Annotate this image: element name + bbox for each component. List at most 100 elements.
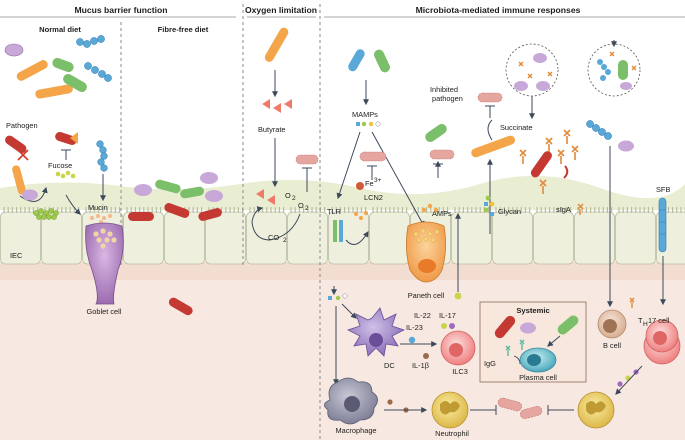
butyrate-triangles (262, 99, 292, 113)
siga-antibody-single (577, 203, 584, 215)
sfb-bacterium (658, 197, 667, 253)
section-title-mucus: Mucus barrier function (74, 5, 167, 15)
mamps-to-dc-arrow (341, 303, 357, 319)
o2-sub-1: 2 (292, 195, 296, 202)
systemic-purple-bacterium (520, 322, 536, 334)
paneth-cell (406, 221, 446, 283)
circle-1-contents (514, 53, 553, 91)
igg-antibody-2 (519, 339, 525, 350)
b-cell-label: B cell (603, 341, 621, 350)
bacterium-to-plasma-arrow (547, 335, 561, 347)
th17-to-neutrophil-arrow (615, 365, 643, 395)
mucus-layer (0, 175, 685, 210)
o2-label-2: O (298, 201, 304, 210)
epithelial-cell (287, 211, 328, 265)
pathogen-blocked-cross (17, 149, 29, 161)
purple-bacterium (22, 189, 38, 201)
subsection-normal-diet: Normal diet (39, 25, 81, 34)
green-cluster (33, 208, 59, 220)
inhibited-pathogen-bacterium (477, 92, 503, 103)
fucose-arrow (65, 194, 81, 215)
epithelial-cell (615, 211, 656, 265)
paneth-nucleus (418, 259, 436, 273)
normal-diet-bacteria (4, 35, 112, 99)
o2-label-1: O (285, 191, 291, 200)
mamps-to-paneth-arrow (371, 131, 425, 228)
glycan-label: Glycan (498, 207, 521, 216)
siga-antibody-cluster (519, 129, 579, 194)
tlr-receptor (333, 220, 343, 242)
tlr-label: TLR (327, 207, 341, 216)
macrophage-label: Macrophage (335, 426, 376, 435)
succinate-producer-bacterium (471, 135, 516, 158)
purple-bacterium-b (618, 140, 634, 152)
epithelial-cell (369, 211, 410, 265)
dendritic-cell (346, 307, 406, 357)
goblet-granules (93, 228, 117, 249)
neutrophil-nucleus (440, 401, 460, 415)
iron-label: Fe (365, 179, 374, 188)
inhibited-bacterium-oxygen (295, 154, 319, 165)
epithelial-cell (164, 211, 205, 265)
epithelial-cell (41, 211, 82, 265)
il22-molecule (441, 323, 447, 329)
section-title-oxygen: Oxygen limitation (245, 5, 317, 15)
inhibited-bacterium-lp-1 (497, 397, 522, 412)
plasma-ring (513, 355, 521, 365)
il1b-label: IL-1β (412, 361, 429, 370)
epithelial-cell (205, 211, 246, 265)
neutrophil-2-nucleus (586, 401, 606, 415)
mamps-to-tlr-arrow (336, 131, 361, 200)
iron-particle (356, 182, 364, 190)
plasma-cell-label: Plasma cell (519, 373, 557, 382)
siga-coated-circle-1 (505, 43, 559, 97)
pathogen-bacterium (5, 135, 27, 154)
th17-nucleus (653, 331, 667, 345)
tlr-signal-arrow (345, 230, 369, 245)
il23-label: IL-23 (406, 323, 423, 332)
ilc3-label: ILC3 (452, 367, 468, 376)
paneth-granules (413, 228, 440, 243)
glycan-chain (483, 195, 495, 216)
b-cell-nucleus (603, 319, 617, 333)
butyrate-producer-bacterium (264, 27, 289, 62)
section-title-microbiota: Microbiota-mediated immune responses (416, 5, 581, 15)
il22-label: IL-22 (414, 311, 431, 320)
inhibited-pathogen-label-2: pathogen (432, 94, 463, 103)
dc-nucleus (369, 333, 383, 347)
b-cell-activating-bacterium (586, 120, 612, 140)
mamps-label: MAMPs (352, 110, 378, 119)
igg-label: IgG (484, 359, 496, 368)
fucose-dots (55, 170, 76, 179)
amps-droplets (421, 203, 439, 213)
amps-label: AMPs (432, 209, 452, 218)
b-cell-antibody (629, 297, 635, 308)
commensal-arrow (19, 186, 48, 202)
ilc3-nucleus (449, 343, 463, 357)
dc-label: DC (384, 361, 395, 370)
fucose-label: Fucose (48, 161, 72, 170)
circle-2-contents (597, 51, 637, 90)
dc-mamps-dots (328, 293, 348, 301)
il1b-molecule (423, 353, 429, 359)
th17-label-rest: 17 cell (648, 316, 670, 325)
inhibited-bacterium-amps (429, 149, 455, 160)
macrophage-nucleus (344, 396, 360, 412)
systemic-label: Systemic (516, 306, 549, 315)
goblet-cell (85, 222, 124, 305)
epithelial-cell (533, 211, 574, 265)
plasma-cell-nucleus (527, 354, 541, 366)
siga-label: sIgA (556, 205, 571, 214)
neutrophil-label: Neutrophil (435, 429, 469, 438)
epithelial-cell (492, 211, 533, 265)
inhibited-pathogen-label-1: Inhibited (430, 85, 458, 94)
epithelial-cell (574, 211, 615, 265)
co2-sub: 2 (283, 237, 287, 244)
paneth-cell-label: Paneth cell (408, 291, 445, 300)
iron-sup: 3+ (374, 177, 382, 184)
mamps-source-bacterium-1 (348, 49, 365, 72)
subsection-fibre-free-diet: Fibre-free diet (158, 25, 209, 34)
mucin-label: Mucin (88, 203, 108, 212)
commensal-bacterium (12, 165, 26, 195)
iec-label: IEC (10, 251, 23, 260)
